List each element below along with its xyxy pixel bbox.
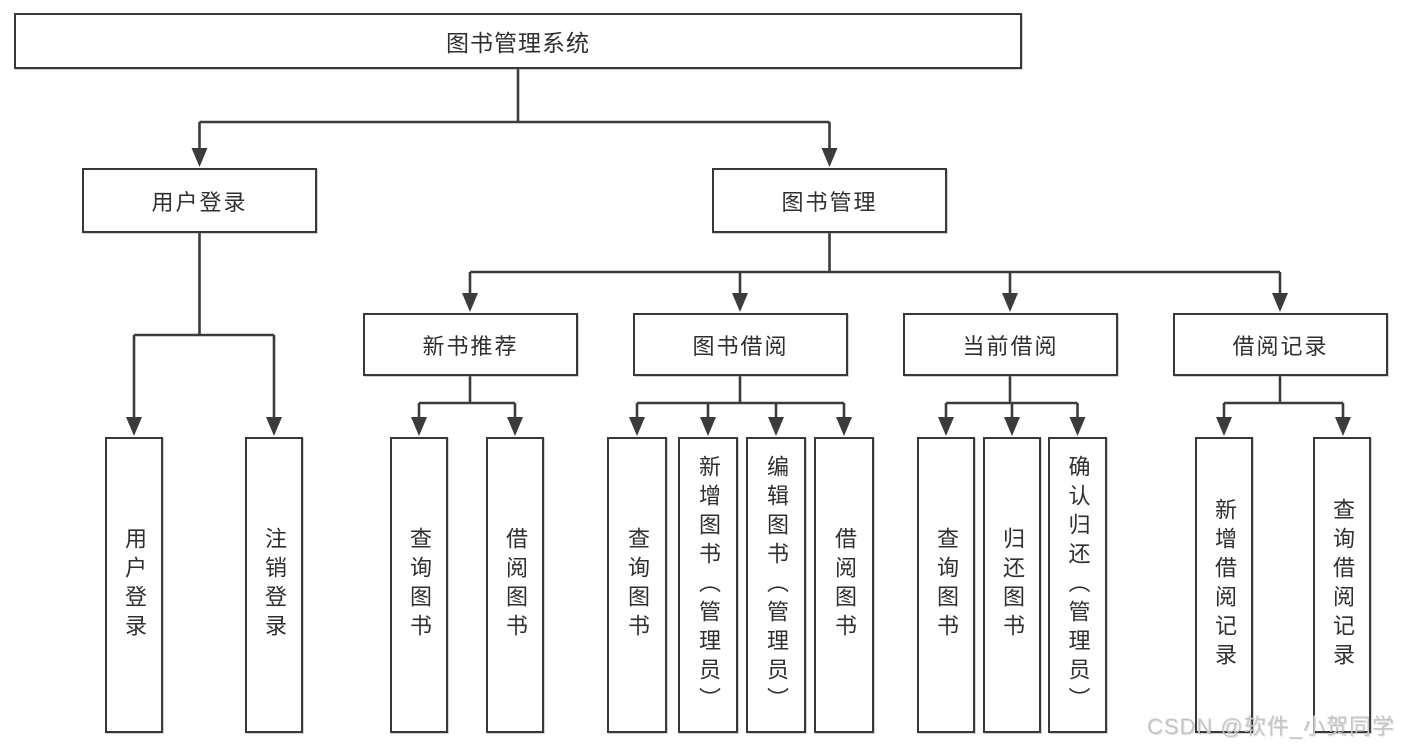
watermark: CSDN @软件_小贺同学 xyxy=(1146,714,1395,739)
node-recommend-query-books: 查询图书 xyxy=(390,437,448,733)
node-logout: 注销登录 xyxy=(245,437,303,733)
node-new-book-recommend: 新书推荐 xyxy=(363,313,578,376)
node-borrow-query-books: 查询图书 xyxy=(607,437,667,733)
node-borrow-borrow-books: 借阅图书 xyxy=(814,437,874,733)
node-records-query-record: 查询借阅记录 xyxy=(1313,437,1371,733)
node-login: 用户登录 xyxy=(105,437,163,733)
node-book-management: 图书管理 xyxy=(712,168,947,233)
node-current-borrow: 当前借阅 xyxy=(903,313,1118,376)
node-current-query-books: 查询图书 xyxy=(917,437,975,733)
node-borrow-add-books-admin: 新增图书（管理员） xyxy=(678,437,738,733)
node-records-add-record: 新增借阅记录 xyxy=(1195,437,1253,733)
node-current-confirm-return-admin: 确认归还（管理员） xyxy=(1048,437,1107,733)
node-current-return-books: 归还图书 xyxy=(983,437,1041,733)
node-book-borrow: 图书借阅 xyxy=(633,313,848,376)
node-borrow-records: 借阅记录 xyxy=(1173,313,1388,376)
node-borrow-edit-books-admin: 编辑图书（管理员） xyxy=(746,437,806,733)
node-recommend-borrow-books: 借阅图书 xyxy=(486,437,544,733)
node-root: 图书管理系统 xyxy=(14,13,1022,69)
node-user-login: 用户登录 xyxy=(82,168,317,233)
